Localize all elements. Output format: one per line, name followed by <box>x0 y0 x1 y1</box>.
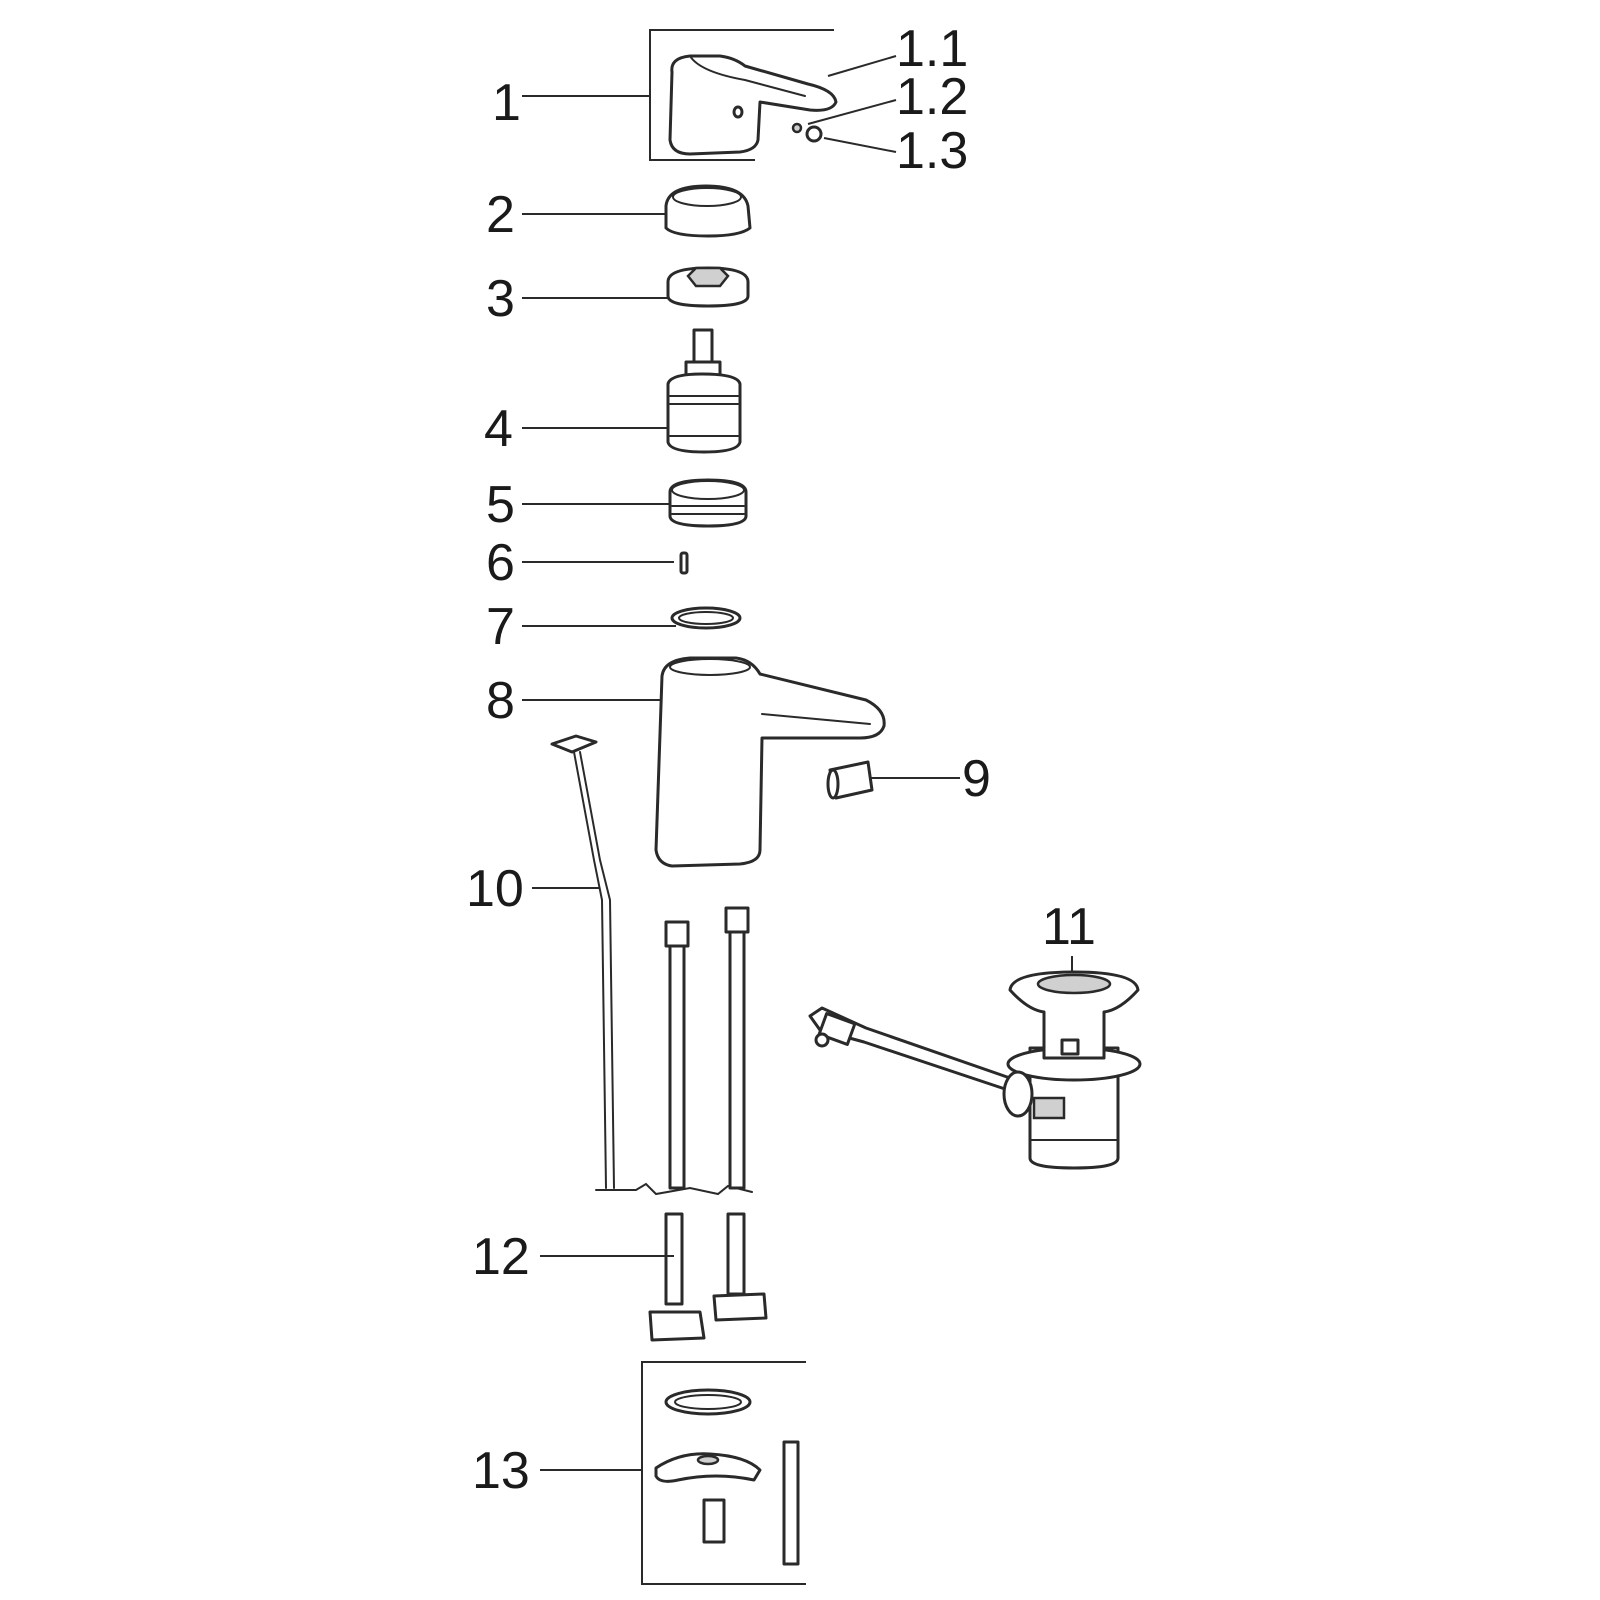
countertop-break-line <box>595 1182 753 1196</box>
part-13-mounting-kit <box>540 1361 806 1585</box>
base-body <box>668 478 748 528</box>
handle-edge <box>689 55 806 97</box>
label-2: 2 <box>486 186 515 244</box>
part-12-hoses <box>540 906 768 1342</box>
hose-right-lower <box>726 1212 746 1296</box>
nut-hex <box>686 266 730 288</box>
label-1-2: 1.2 <box>896 68 968 126</box>
hose-left-nut <box>648 1310 706 1342</box>
pull-rod-shaft-edge <box>579 751 615 1189</box>
label-4: 4 <box>484 400 513 458</box>
drain-slot <box>1060 1038 1080 1056</box>
aerator-face <box>826 768 840 800</box>
label-5: 5 <box>486 476 515 534</box>
body-shape <box>654 656 886 868</box>
drain-side-nut <box>1032 1096 1066 1120</box>
label-3: 3 <box>486 270 515 328</box>
part-3-nut <box>522 266 750 308</box>
kit-gasket-outer <box>664 1388 752 1416</box>
cover-cap-top <box>672 187 742 207</box>
part-1-handle-group <box>522 29 897 161</box>
pull-rod-shaft <box>573 751 607 1189</box>
part-13-bracket <box>641 1361 806 1585</box>
part-1-1-leader <box>827 55 897 77</box>
hose-left-fitting <box>664 920 690 948</box>
drain-plug-top <box>1036 973 1112 995</box>
kit-stud <box>782 1440 800 1566</box>
label-1-1: 1.1 <box>896 20 968 78</box>
part-1-3-leader <box>823 137 897 153</box>
body-top-opening <box>669 658 751 676</box>
label-9: 9 <box>962 750 991 808</box>
label-10: 10 <box>466 860 524 918</box>
label-7: 7 <box>486 598 515 656</box>
cover-cap-body <box>664 184 752 238</box>
label-8: 8 <box>486 672 515 730</box>
part-1-3-cap <box>805 125 823 143</box>
body-spout-edge <box>761 713 871 725</box>
label-13: 13 <box>472 1442 530 1500</box>
drain-top-flange <box>1008 970 1140 1060</box>
label-1: 1 <box>492 74 521 132</box>
kit-nut <box>702 1498 726 1544</box>
label-6: 6 <box>486 534 515 592</box>
part-1-2-set-screw <box>791 122 803 134</box>
hose-left-upper <box>668 944 686 1190</box>
kit-washer-slot <box>696 1454 720 1466</box>
label-11: 11 <box>1042 898 1096 956</box>
part-1-2-leader <box>807 99 897 125</box>
label-12: 12 <box>472 1228 530 1286</box>
part-10-pull-rod <box>532 734 615 1189</box>
base-top <box>671 480 745 500</box>
part-9-aerator <box>826 760 960 800</box>
hose-right-fitting <box>724 906 750 934</box>
hose-right-nut <box>712 1292 768 1322</box>
part-2-cover-cap <box>522 184 752 238</box>
hose-right-upper <box>728 930 746 1190</box>
kit-gasket-inner <box>674 1394 742 1410</box>
pin-body <box>679 551 689 575</box>
part-6-pin <box>522 551 689 575</box>
part-7-o-ring <box>522 606 742 630</box>
kit-horseshoe-washer <box>654 1452 762 1483</box>
pull-rod-knob <box>550 734 598 754</box>
part-11-drain <box>808 956 1142 1170</box>
label-1-3: 1.3 <box>896 122 968 180</box>
handle-hole <box>732 105 744 119</box>
handle-lever <box>668 54 838 156</box>
o-ring-inner <box>678 611 734 625</box>
part-5-base <box>522 478 748 528</box>
hose-left-lower <box>664 1212 684 1306</box>
cartridge-body <box>666 372 742 454</box>
drain-side-port <box>1002 1070 1034 1118</box>
part-8-body <box>522 656 886 868</box>
callout-labels: 1 1.1 1.2 1.3 2 3 4 5 6 7 8 9 10 11 12 1… <box>466 20 1096 1500</box>
drain-rod-screw <box>814 1032 830 1048</box>
part-4-cartridge <box>522 328 742 454</box>
